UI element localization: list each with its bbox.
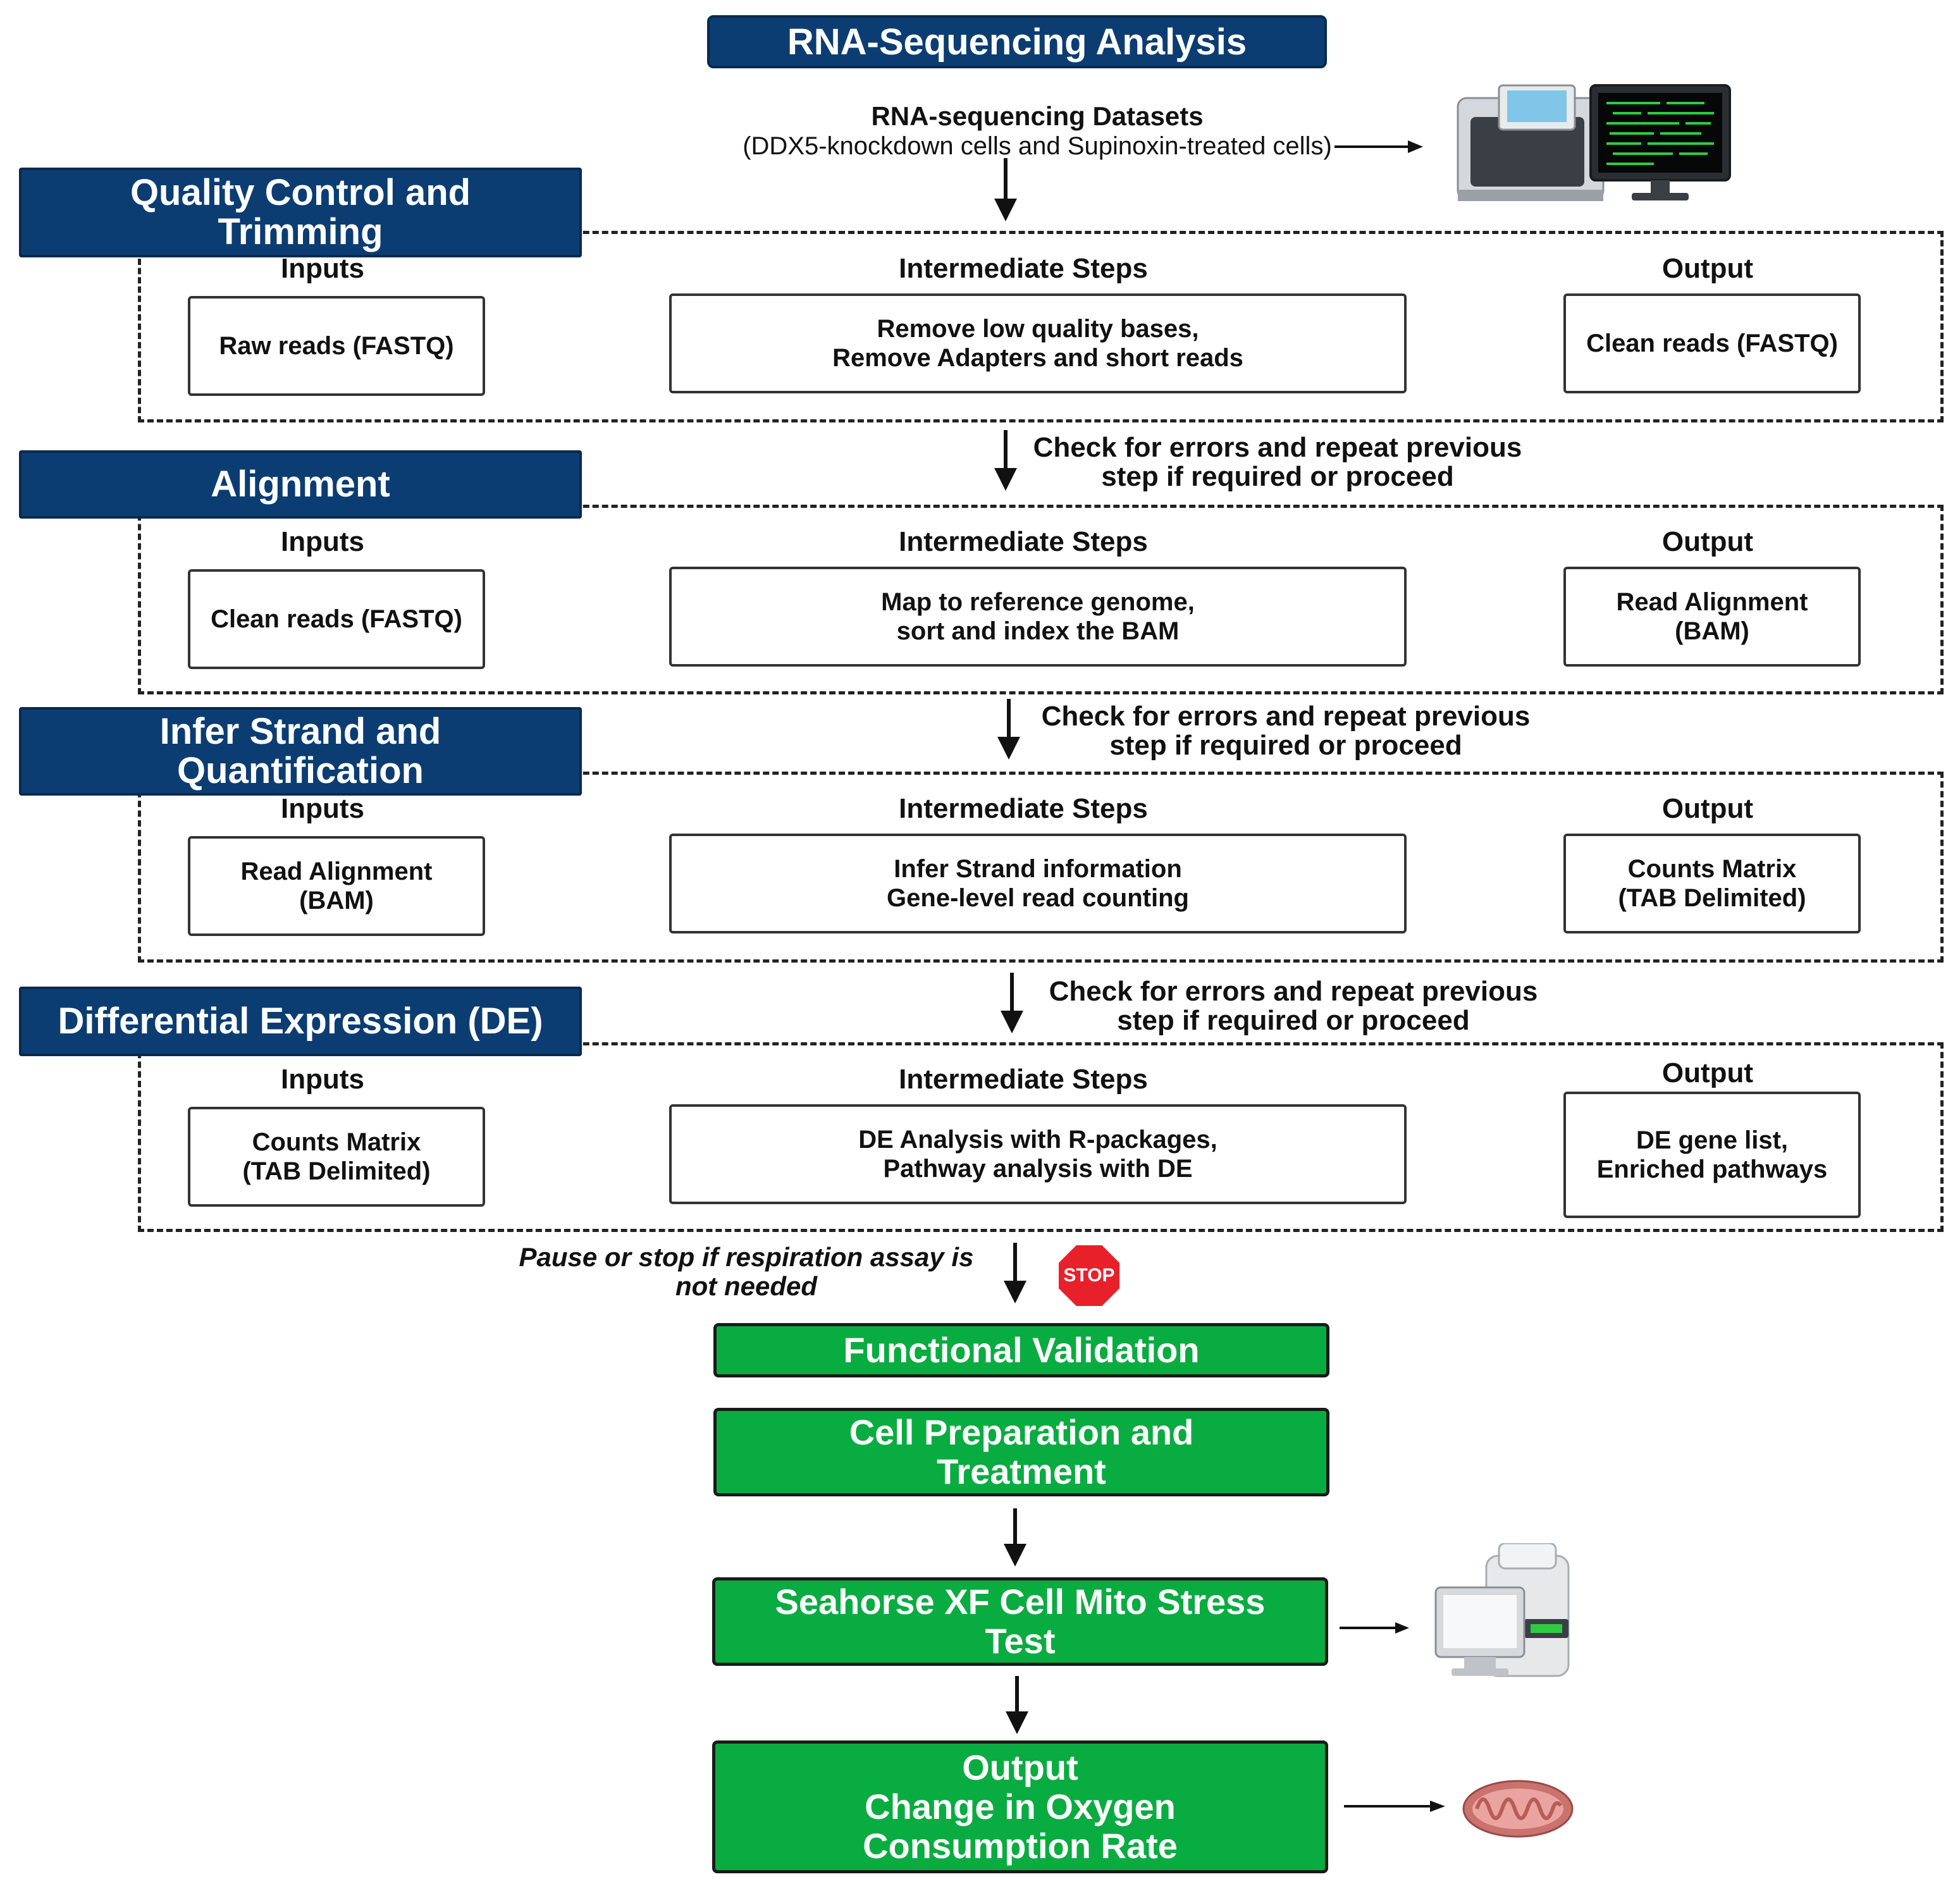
arrow-to-sequencer — [1334, 140, 1423, 153]
section-quality-control-box — [138, 231, 1944, 422]
section-title-quality-control: Quality Control and Trimming — [19, 168, 582, 257]
intermediate-box: Remove low quality bases, Remove Adapter… — [669, 293, 1407, 393]
check-errors-text: Check for errors and repeat previous ste… — [1033, 432, 1522, 492]
section-title-alignment: Alignment — [19, 450, 582, 519]
stop-sign-icon: STOP — [1056, 1243, 1122, 1309]
col-head-inputs: Inputs — [281, 526, 364, 557]
functional-validation-header: Functional Validation — [713, 1323, 1329, 1377]
col-head-inputs: Inputs — [281, 253, 364, 284]
arrow-down-5 — [1004, 1243, 1026, 1303]
page-title: RNA-Sequencing Analysis — [707, 15, 1327, 68]
input-box: Counts Matrix (TAB Delimited) — [188, 1107, 485, 1207]
col-head-output: Output — [1661, 526, 1754, 557]
intermediate-box: Map to reference genome, sort and index … — [669, 567, 1407, 667]
section-title-infer-strand: Infer Strand and Quantification — [19, 707, 582, 796]
intermediate-box: DE Analysis with R-packages, Pathway ana… — [669, 1104, 1407, 1204]
arrow-down-3 — [997, 699, 1020, 760]
sequencer-computer-icon — [1457, 84, 1731, 201]
col-head-output: Output — [1661, 1057, 1754, 1088]
input-box: Raw reads (FASTQ) — [188, 296, 485, 396]
section-title-de: Differential Expression (DE) — [19, 987, 582, 1056]
mitochondrion-icon — [1462, 1780, 1574, 1838]
arrow-down-7 — [1006, 1676, 1028, 1734]
col-head-output: Output — [1661, 793, 1754, 824]
datasets-title: RNA-sequencing Datasets — [871, 101, 1204, 131]
datasets-subtitle: (DDX5-knockdown cells and Supinoxin-trea… — [743, 132, 1332, 160]
arrow-down-4 — [1001, 973, 1023, 1033]
arrow-down-6 — [1004, 1508, 1026, 1567]
section-infer-strand-box — [138, 772, 1944, 963]
col-head-intermediate: Intermediate Steps — [899, 793, 1148, 824]
section-alignment-box — [138, 505, 1944, 694]
output-box: DE gene list, Enriched pathways — [1563, 1092, 1861, 1218]
seahorse-test-box: Seahorse XF Cell Mito Stress Test — [712, 1577, 1328, 1666]
stop-sign-label: STOP — [1063, 1265, 1115, 1286]
output-box: Read Alignment (BAM) — [1563, 567, 1861, 667]
input-box: Read Alignment (BAM) — [188, 836, 485, 936]
arrow-to-seahorse — [1340, 1622, 1409, 1634]
col-head-intermediate: Intermediate Steps — [899, 1064, 1148, 1095]
arrow-to-mitochondrion — [1344, 1801, 1445, 1812]
col-head-intermediate: Intermediate Steps — [899, 253, 1148, 284]
col-head-intermediate: Intermediate Steps — [899, 526, 1148, 557]
datasets-label: RNA-sequencing Datasets (DDX5-knockdown … — [658, 101, 1417, 161]
check-errors-text: Check for errors and repeat previous ste… — [1049, 976, 1538, 1036]
section-de-box — [138, 1042, 1944, 1232]
col-head-inputs: Inputs — [281, 793, 364, 824]
output-oxygen-box: Output Change in Oxygen Consumption Rate — [712, 1740, 1328, 1873]
seahorse-analyzer-icon — [1434, 1543, 1570, 1677]
intermediate-box: Infer Strand information Gene-level read… — [669, 834, 1407, 933]
input-box: Clean reads (FASTQ) — [188, 569, 485, 669]
pause-text: Pause or stop if respiration assay is no… — [519, 1242, 974, 1301]
arrow-down-2 — [994, 430, 1017, 491]
check-errors-text: Check for errors and repeat previous ste… — [1041, 701, 1531, 761]
col-head-inputs: Inputs — [281, 1064, 364, 1095]
output-box: Counts Matrix (TAB Delimited) — [1563, 834, 1861, 933]
cell-preparation-box: Cell Preparation and Treatment — [713, 1408, 1329, 1496]
col-head-output: Output — [1661, 253, 1754, 284]
output-box: Clean reads (FASTQ) — [1563, 293, 1861, 393]
arrow-down-1 — [994, 158, 1017, 221]
